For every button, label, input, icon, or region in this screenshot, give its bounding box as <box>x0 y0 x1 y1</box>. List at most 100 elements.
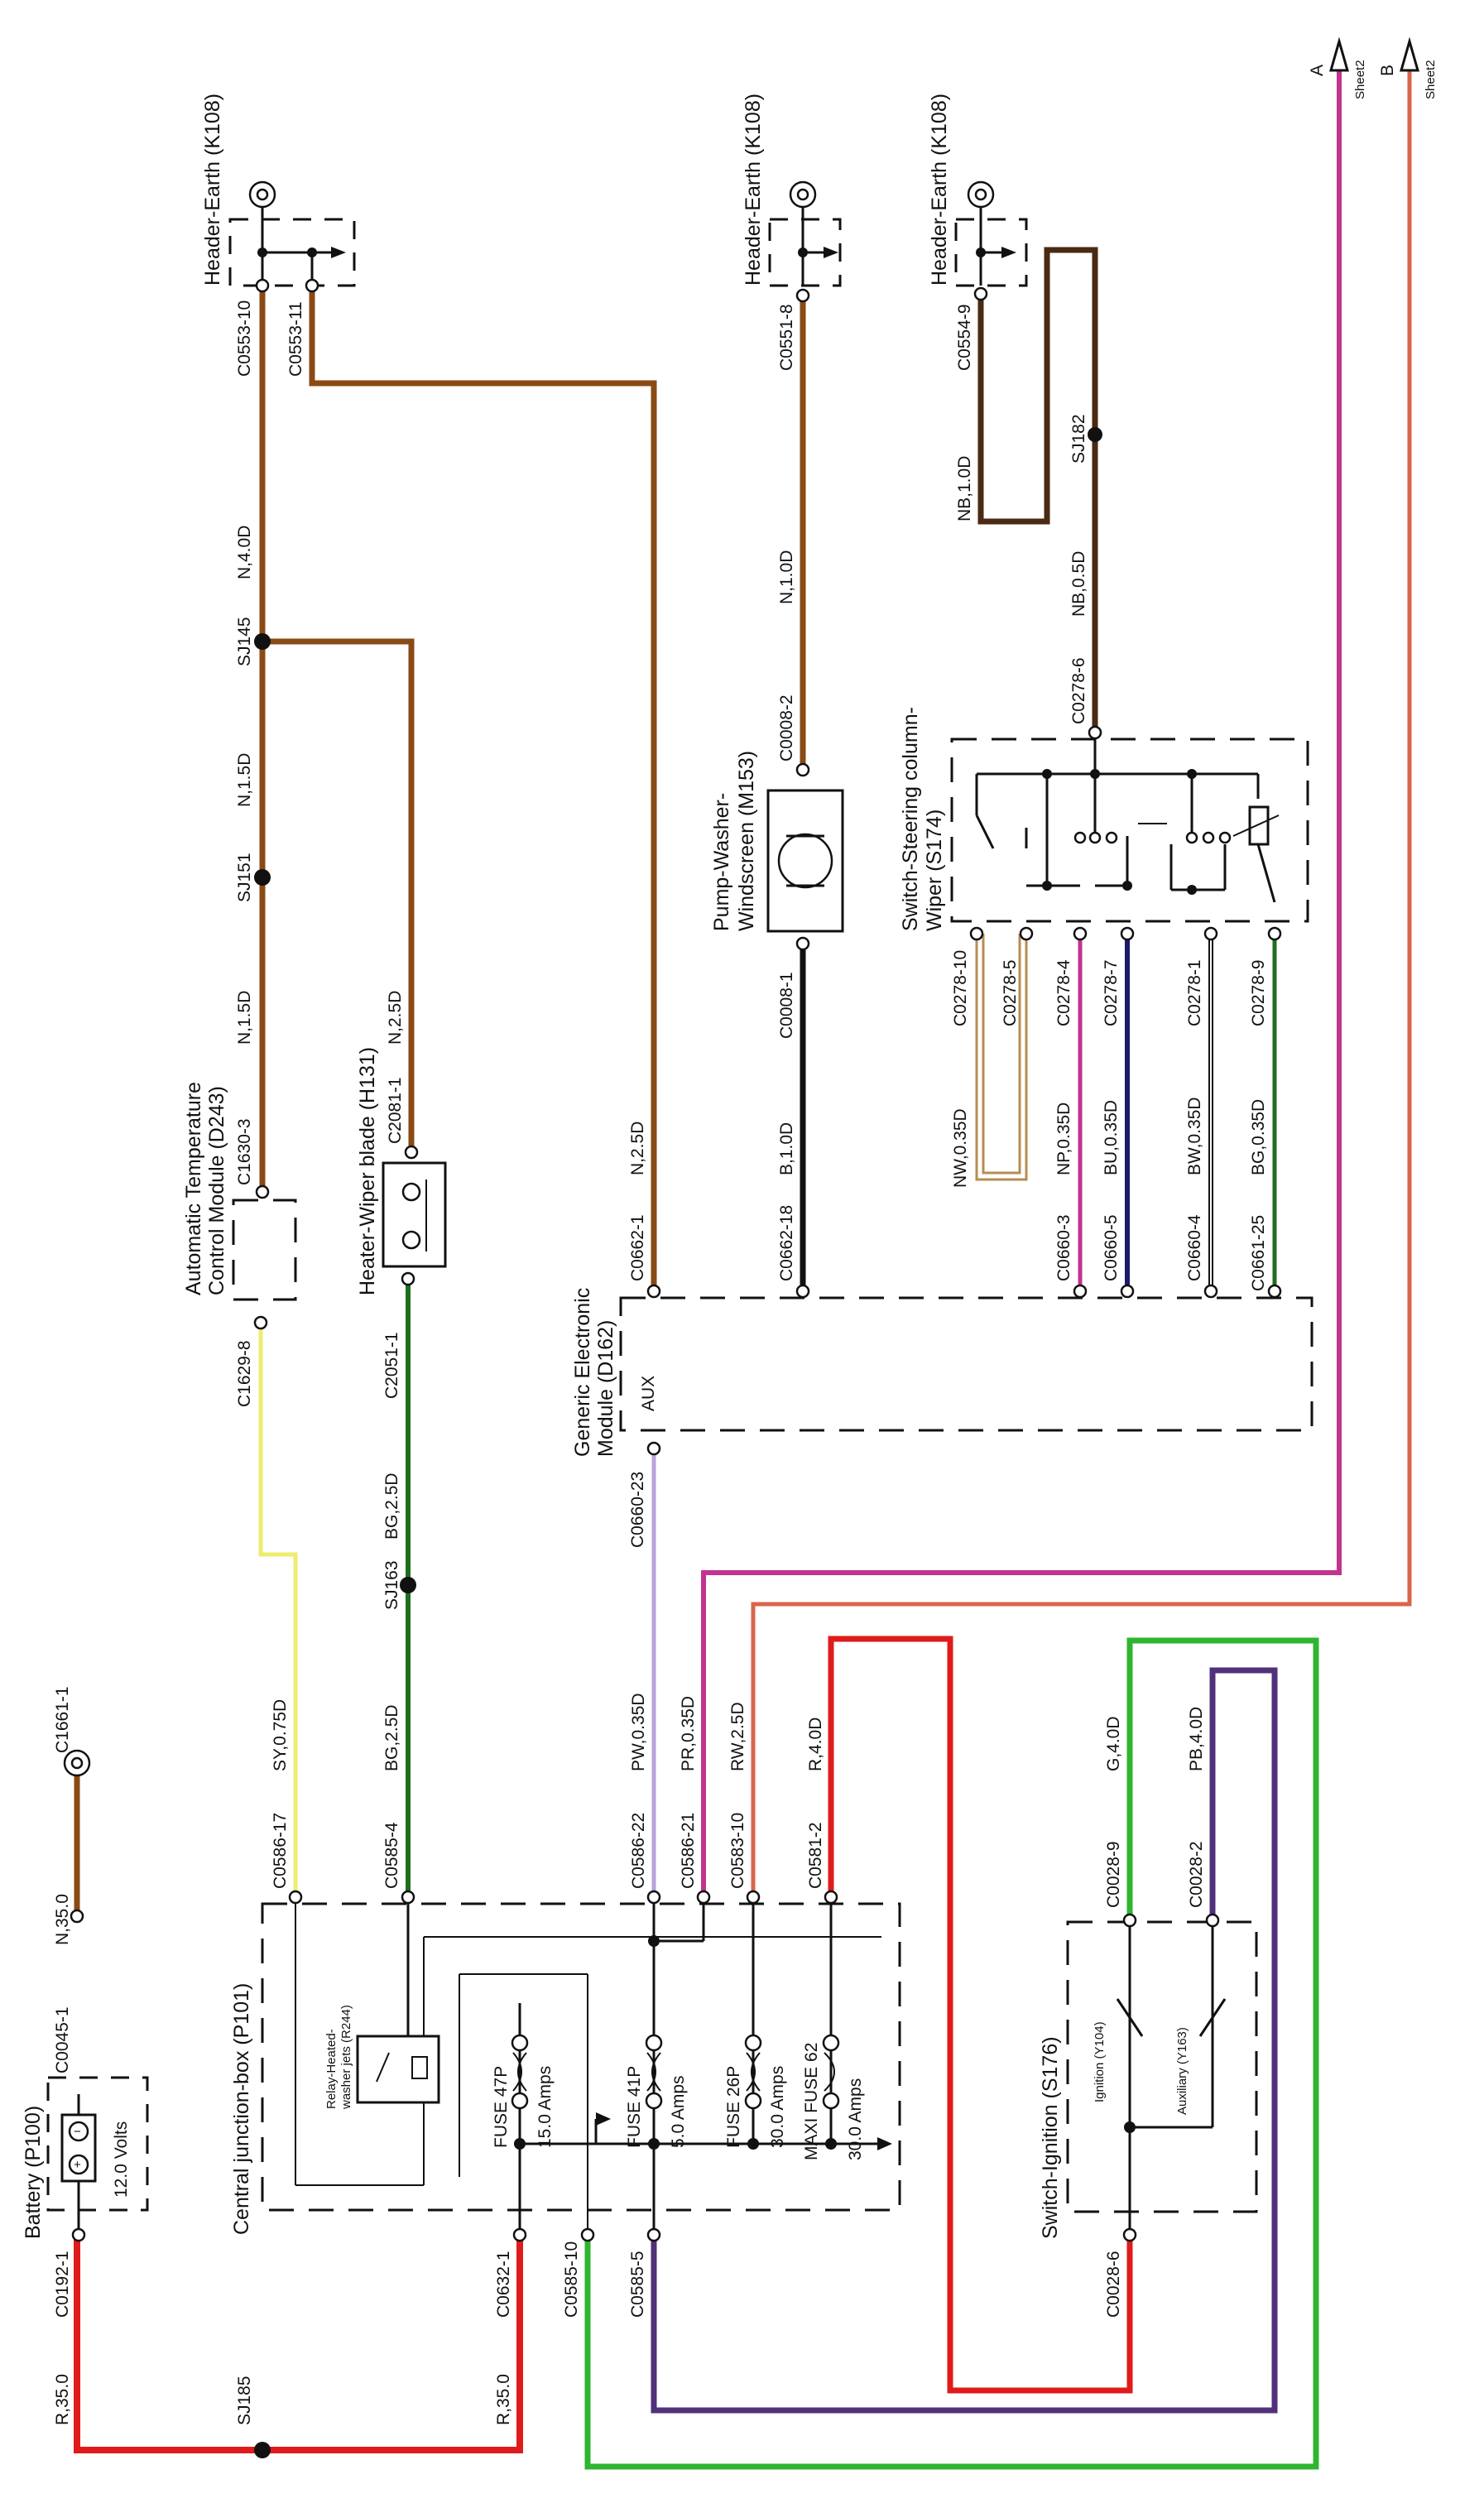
wire-n25-heater <box>262 638 415 1152</box>
conn-c0660-5: C0660-5 <box>1102 1214 1121 1281</box>
wire-pb40 <box>651 1667 1278 2414</box>
ign-y163: Auxiliary (Y163) <box>1175 2027 1189 2115</box>
conn-c0008-1: C0008-1 <box>777 972 796 1039</box>
wire-nw035-inner <box>982 934 1021 1175</box>
conn-c0028-2: C0028-2 <box>1187 1841 1206 1908</box>
conn-c0045-1: C0045-1 <box>53 2006 72 2073</box>
atc-box <box>232 1199 297 1301</box>
sws-box <box>950 738 1309 923</box>
wire-label-r40: R,4.0D <box>806 1718 825 1771</box>
sws-title-1: Switch-Steering column- <box>899 707 922 931</box>
conn-c0553-10: C0553-10 <box>235 300 254 377</box>
conn-c0586-21: C0586-21 <box>679 1813 698 1889</box>
cjb-box <box>261 1902 901 2212</box>
pump-title-2: Windscreen (M153) <box>735 751 758 931</box>
relay-box <box>356 2035 440 2104</box>
wire-label-r35-right: R,35.0 <box>494 2374 513 2425</box>
wire-label-np035: NP,0.35D <box>1054 1103 1073 1175</box>
splices <box>254 427 1102 2458</box>
svg-text:+: + <box>74 2158 81 2172</box>
wire-label-pr035: PR,0.35D <box>679 1696 698 1771</box>
wire-nb10 <box>977 247 1098 733</box>
conn-c0008-2: C0008-2 <box>777 694 796 762</box>
fuse-62-rating: 30.0 Amps <box>846 2078 865 2160</box>
conn-c0660-23: C0660-23 <box>628 1472 647 1548</box>
wire-label-n25b: N,2.5D <box>628 1122 647 1175</box>
conn-c2051-1: C2051-1 <box>382 1332 401 1399</box>
conn-c0586-22: C0586-22 <box>629 1813 648 1889</box>
splice-sj151: SJ151 <box>235 853 254 902</box>
conn-c0581-2: C0581-2 <box>806 1822 825 1889</box>
wire-r40 <box>828 1636 1133 2394</box>
wire-label-n25a: N,2.5D <box>386 991 405 1045</box>
conn-c0661-25: C0661-25 <box>1249 1215 1268 1291</box>
fuse-62-symbol <box>822 2034 840 2110</box>
conn-c0278-7: C0278-7 <box>1102 959 1121 1026</box>
conn-c0662-18: C0662-18 <box>777 1205 796 1281</box>
sheet-b-2: Sheet2 <box>1424 60 1438 99</box>
conn-c0585-10: C0585-10 <box>562 2241 581 2318</box>
splice-sj145: SJ145 <box>235 617 254 666</box>
conn-c0028-9: C0028-9 <box>1104 1841 1123 1908</box>
ign-title: Switch-Ignition (S176) <box>1039 2036 1062 2239</box>
earth3-box <box>954 218 1028 287</box>
conn-c0632-1: C0632-1 <box>494 2251 513 2318</box>
fuse-47p-symbol <box>511 2034 529 2110</box>
earth2-symbol <box>789 180 838 286</box>
conn-c0278-4: C0278-4 <box>1054 959 1073 1026</box>
wire-rw25 <box>751 70 1412 1897</box>
conn-c1661-1: C1661-1 <box>53 1686 72 1753</box>
ign-box <box>1066 1920 1258 2213</box>
heater-title: Heater-Wiper blade (H131) <box>356 1047 379 1295</box>
wires <box>74 70 1412 2470</box>
battery-box <box>46 2076 149 2212</box>
fuse-26p-symbol <box>744 2034 762 2110</box>
wire-nw035 <box>975 934 1028 1181</box>
wire-label-r35-left: R,35.0 <box>53 2374 72 2425</box>
wire-label-pb40: PB,4.0D <box>1187 1707 1206 1771</box>
wire-label-bg035: BG,0.35D <box>1249 1099 1268 1175</box>
conn-c0660-4: C0660-4 <box>1185 1214 1204 1281</box>
earth2-title: Header-Earth (K108) <box>742 94 765 286</box>
fuse-26p-rating: 30.0 Amps <box>768 2066 787 2148</box>
wire-n25-gem <box>309 286 657 1291</box>
atc-title-1: Automatic Temperature <box>182 1082 205 1295</box>
wire-label-rw25: RW,2.5D <box>728 1702 747 1771</box>
conn-c0585-5: C0585-5 <box>628 2251 647 2318</box>
fuse-41p-name: FUSE 41P <box>625 2066 644 2148</box>
battery-earth-symbol <box>63 1749 91 1777</box>
earth3-title: Header-Earth (K108) <box>928 94 951 286</box>
svg-text:−: − <box>74 2125 81 2139</box>
conn-c0028-6: C0028-6 <box>1104 2251 1123 2318</box>
conn-c0278-1: C0278-1 <box>1185 959 1204 1026</box>
battery-volts: 12.0 Volts <box>112 2121 131 2198</box>
conn-c0660-3: C0660-3 <box>1054 1214 1073 1281</box>
wire-label-n40: N,4.0D <box>235 526 254 579</box>
wire-label-n15b: N,1.5D <box>235 753 254 807</box>
wire-label-sy075: SY,0.75D <box>271 1699 290 1771</box>
earth1-symbol <box>248 180 346 286</box>
splice-sj182: SJ182 <box>1069 414 1088 464</box>
gem-box <box>619 1296 1314 1432</box>
terminals <box>70 278 1282 2242</box>
wire-r35 <box>74 2239 523 2453</box>
wire-label-bu035: BU,0.35D <box>1102 1100 1121 1175</box>
earth3-symbol <box>967 180 1016 286</box>
wire-label-n35: N,35.0 <box>53 1894 72 1945</box>
wire-sy075 <box>258 1323 298 1897</box>
wire-label-nw035: NW,0.35D <box>951 1108 970 1188</box>
ign-y104: Ignition (Y104) <box>1093 2021 1107 2102</box>
internals: − + <box>60 36 1419 2235</box>
battery-title: Battery (P100) <box>22 2106 45 2239</box>
wire-label-n15a: N,1.5D <box>235 991 254 1045</box>
wire-g40 <box>584 1637 1319 2470</box>
conn-c1629-8: C1629-8 <box>235 1340 254 1407</box>
earth1-box <box>228 218 356 287</box>
wire-label-bw035: BW,0.35D <box>1185 1097 1204 1175</box>
wire-pr035 <box>701 70 1342 1897</box>
sheet-a-2: Sheet2 <box>1353 60 1367 99</box>
relay-title-2: washer jets (R244) <box>339 2005 353 2110</box>
fuse-62-name: MAXI FUSE 62 <box>802 2043 821 2160</box>
conn-c0553-11: C0553-11 <box>286 301 305 377</box>
conn-c1630-3: C1630-3 <box>235 1118 254 1185</box>
